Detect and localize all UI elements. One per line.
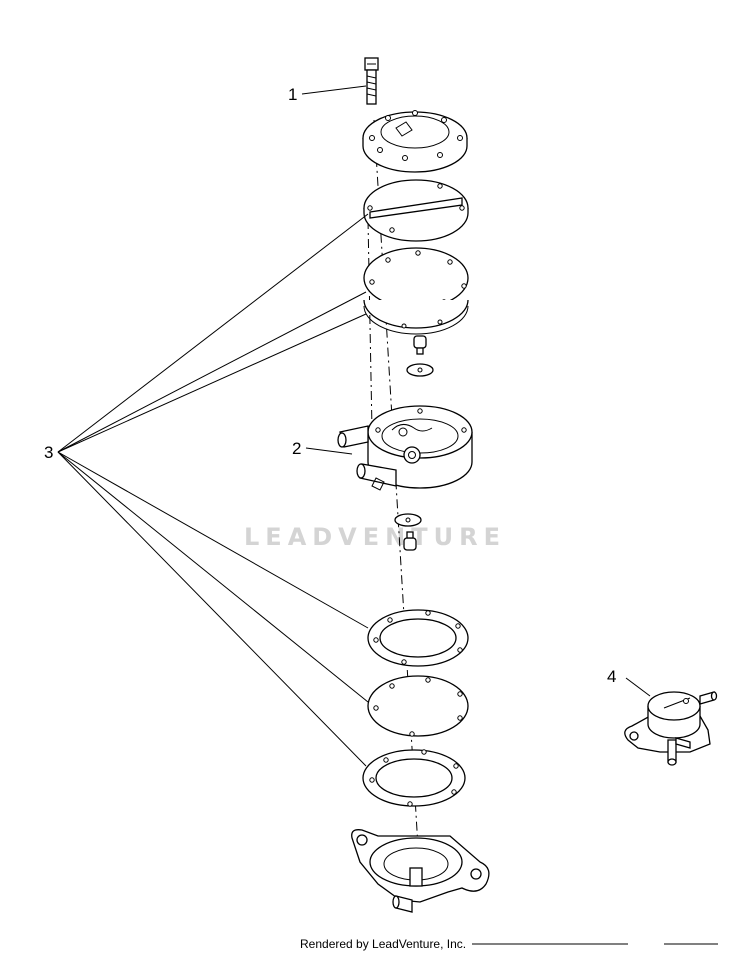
gasket-thin bbox=[363, 299, 469, 335]
leader-lines bbox=[57, 85, 651, 767]
label-part-2: 2 bbox=[292, 439, 301, 458]
label-part-4: 4 bbox=[607, 667, 616, 686]
valve-bottom bbox=[394, 513, 422, 551]
gasket-slotted bbox=[363, 179, 469, 242]
label-part-1: 1 bbox=[288, 85, 297, 104]
fuel-pump-assembly bbox=[624, 691, 718, 766]
diaphragm-lower bbox=[367, 675, 469, 737]
side-axis bbox=[367, 219, 373, 431]
screw bbox=[364, 57, 379, 105]
pump-body bbox=[337, 405, 473, 491]
diaphragm bbox=[363, 247, 469, 309]
watermark: LEADVENTURE bbox=[244, 523, 506, 551]
gasket-ring-lower bbox=[362, 749, 466, 807]
footer-credit: Rendered by LeadVenture, Inc. bbox=[300, 937, 466, 951]
top-cover bbox=[362, 110, 468, 173]
label-part-3: 3 bbox=[44, 443, 53, 462]
pump-base bbox=[351, 829, 490, 913]
valve-top bbox=[406, 335, 434, 377]
gasket-ring-upper bbox=[367, 609, 469, 667]
